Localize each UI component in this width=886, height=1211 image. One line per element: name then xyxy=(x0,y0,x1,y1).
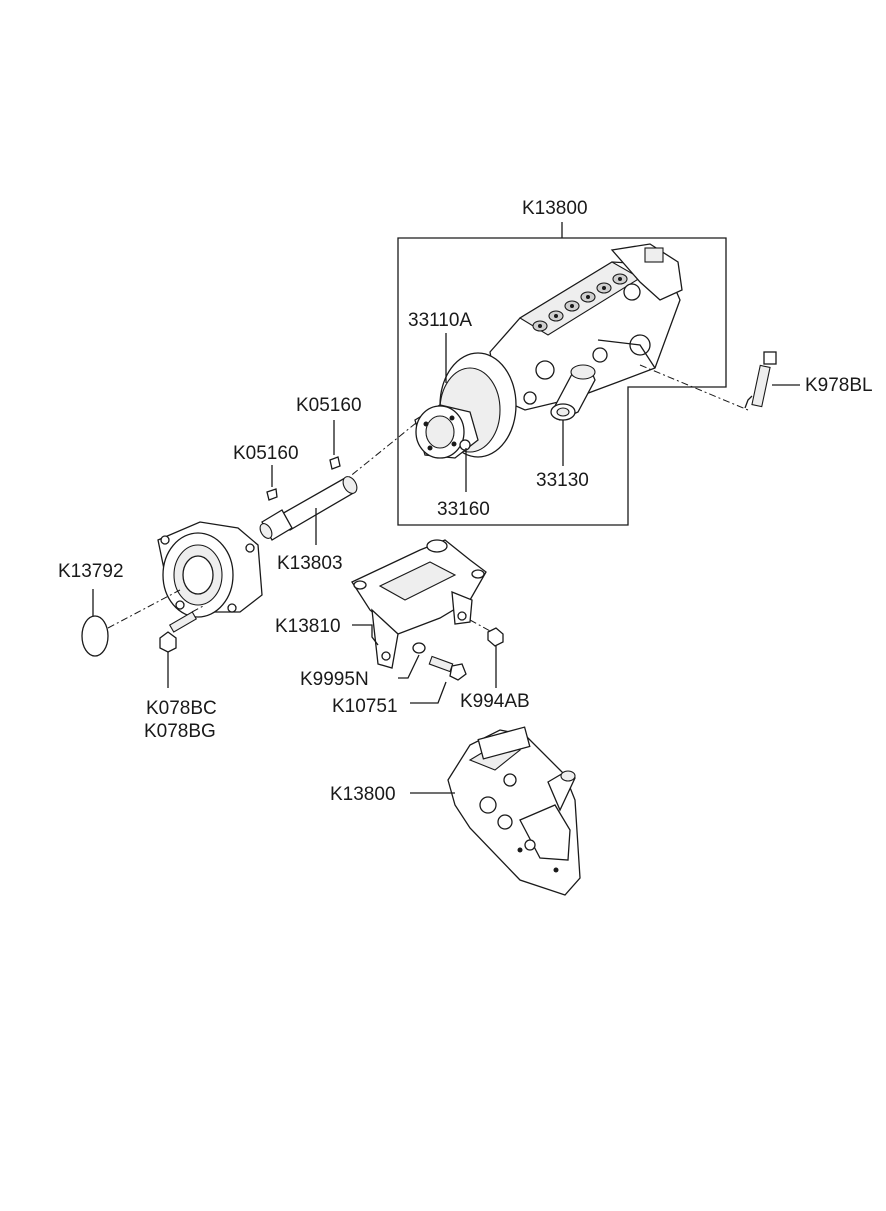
label-k078bc: K078BC xyxy=(146,698,217,719)
label-k13800-top: K13800 xyxy=(522,198,588,219)
label-k978bl: K978BL xyxy=(805,375,873,396)
nut xyxy=(487,627,504,647)
label-33160: 33160 xyxy=(437,499,490,520)
label-33130: 33130 xyxy=(536,470,589,491)
drive-shaft xyxy=(259,476,358,541)
label-33110a: 33110A xyxy=(408,310,472,331)
o-ring xyxy=(81,615,109,657)
label-k13792: K13792 xyxy=(58,561,124,582)
k9995n-leader xyxy=(398,654,420,679)
label-k10751: K10751 xyxy=(332,696,398,717)
assembly-group-outline xyxy=(397,237,727,526)
injection-pump-alt xyxy=(447,726,581,896)
drive-housing xyxy=(157,521,263,618)
housing-bolt xyxy=(159,611,198,653)
label-k9995n: K9995N xyxy=(300,669,369,690)
label-k13810: K13810 xyxy=(275,616,341,637)
woodruff-key-upper xyxy=(329,456,341,470)
label-k05160-upper: K05160 xyxy=(296,395,362,416)
label-k994ab: K994AB xyxy=(460,691,530,712)
label-k13803: K13803 xyxy=(277,553,343,574)
pump-bracket xyxy=(351,539,487,669)
washer xyxy=(412,642,426,654)
injection-pump xyxy=(414,243,683,459)
label-k13800-bottom: K13800 xyxy=(330,784,396,805)
k13810-leader xyxy=(352,624,379,646)
banjo-bolt xyxy=(744,351,777,409)
label-k078bg: K078BG xyxy=(144,721,216,742)
k10751-leader xyxy=(410,681,447,704)
o-ring-dashed-path xyxy=(107,589,181,629)
delivery-valves xyxy=(532,273,628,332)
shaft-axis-dashed xyxy=(347,422,417,479)
woodruff-key-lower xyxy=(266,488,278,501)
k978bl-dashed-path xyxy=(639,364,749,411)
label-k05160-lower: K05160 xyxy=(233,443,299,464)
bracket-bolt xyxy=(428,655,467,681)
housing-bolt-dashed xyxy=(191,604,206,613)
bracket-dashed-path-right xyxy=(469,619,493,633)
